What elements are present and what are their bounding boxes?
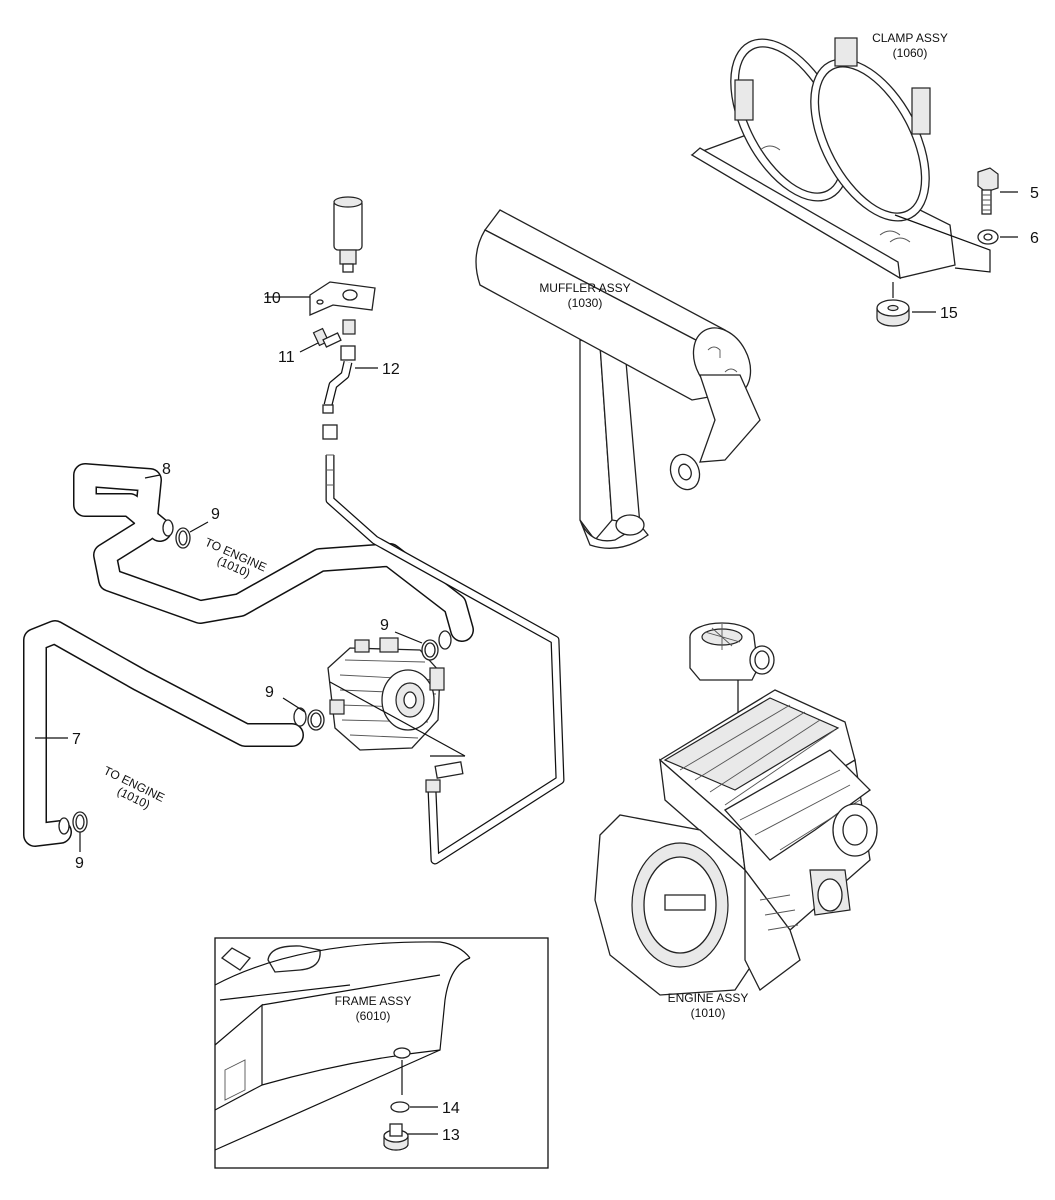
engine-assy-label: ENGINE ASSY [668, 991, 749, 1005]
callout-5: 5 [1030, 185, 1039, 202]
clamp-assy [690, 37, 956, 280]
callout-9c: 9 [265, 684, 274, 701]
callout-9b: 9 [380, 617, 389, 634]
callout-9a: 9 [211, 506, 220, 523]
regulator-top [689, 622, 775, 681]
callout-7: 7 [72, 731, 81, 748]
callout-13: 13 [442, 1127, 460, 1144]
mounting-bracket [309, 281, 376, 316]
bolt-11-icon [312, 327, 342, 348]
clamp-assy-code: (1060) [893, 46, 928, 60]
muffler-assy-label: MUFFLER ASSY [539, 281, 630, 295]
gasket-icon [390, 1101, 410, 1113]
drain-plug-icon [383, 1123, 409, 1151]
washer-icon [977, 229, 999, 245]
hose-clamp-icon [58, 811, 88, 835]
frame-assy-label: FRAME ASSY [335, 994, 412, 1008]
hose-clamp-icon [421, 630, 452, 661]
engine-assy [594, 689, 878, 996]
pipe-12 [322, 360, 353, 440]
callout-8: 8 [162, 461, 171, 478]
rubber-mount-icon [876, 299, 910, 327]
callout-11: 11 [278, 349, 295, 366]
vaporizer-regulator [327, 637, 445, 751]
frame-inset [214, 937, 549, 1169]
hose-8 [73, 463, 474, 642]
solenoid-valve [333, 196, 363, 273]
hose-7 [23, 620, 304, 847]
callout-10: 10 [263, 290, 281, 307]
hose-clamp-icon [293, 707, 325, 731]
fuel-pipe [325, 454, 565, 865]
frame-assy-code: (6010) [356, 1009, 391, 1023]
bolt-icon [977, 167, 999, 215]
callout-14: 14 [442, 1100, 460, 1117]
clamp-assy-label: CLAMP ASSY [872, 31, 948, 45]
fitting-icon [340, 319, 356, 361]
fitting-icon [425, 761, 464, 793]
hose-clamp-icon [162, 519, 191, 549]
callout-15: 15 [940, 305, 958, 322]
muffler-assy-code: (1030) [568, 296, 603, 310]
engine-assy-code: (1010) [691, 1006, 726, 1020]
callout-6: 6 [1030, 230, 1039, 247]
callout-12: 12 [382, 361, 400, 378]
muffler-assy [475, 209, 761, 549]
callout-9d: 9 [75, 855, 84, 872]
